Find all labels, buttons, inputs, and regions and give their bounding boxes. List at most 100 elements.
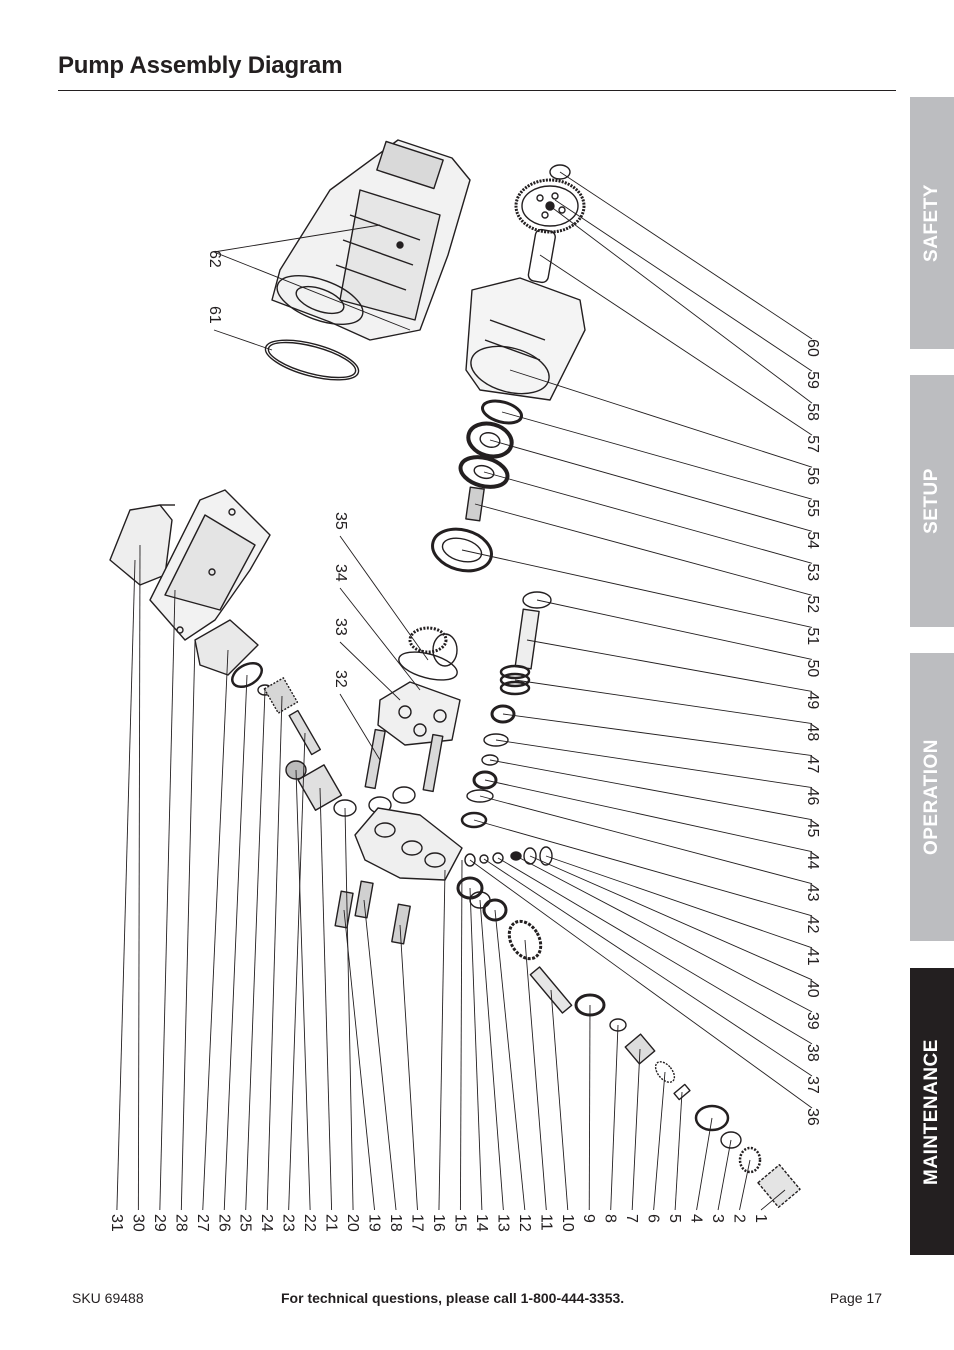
leader-line [483,858,813,1077]
leader-line [760,1189,786,1211]
part-label-57: 57 [804,435,821,453]
leader-line [479,795,813,885]
leader-line [674,1091,683,1211]
leader-line [474,503,813,596]
part-label-41: 41 [804,948,821,966]
part-label-60: 60 [804,339,821,357]
part-label-17: 17 [408,1214,425,1232]
leader-line [509,369,813,468]
leader-line [545,855,813,949]
part-label-62: 62 [206,250,223,268]
part-label-8: 8 [602,1214,619,1223]
leader-line [473,819,813,917]
leader-line [495,739,813,789]
part-label-14: 14 [473,1214,490,1232]
leader-line [363,899,397,1211]
part-label-13: 13 [494,1214,511,1232]
part-label-56: 56 [804,467,821,485]
part-label-10: 10 [559,1214,576,1232]
part-label-34: 34 [332,564,349,582]
leader-line [461,549,813,628]
leader-line [550,989,569,1211]
part-label-45: 45 [804,820,821,838]
part-label-23: 23 [280,1214,297,1232]
page-title: Pump Assembly Diagram [58,52,343,79]
leader-line [739,1159,751,1211]
leader-line [438,869,446,1211]
part-label-6: 6 [645,1214,662,1223]
leader-line [339,693,381,761]
leader-line [295,769,311,1211]
leader-line [459,859,463,1211]
part-label-50: 50 [804,659,821,677]
part-label-26: 26 [215,1214,232,1232]
leader-line [497,857,813,1045]
leader-line [696,1117,713,1211]
leader-line [610,1024,619,1211]
part-label-11: 11 [537,1214,554,1231]
leader-line [213,329,273,351]
part-label-3: 3 [709,1214,726,1223]
tab-operation[interactable]: OPERATION [910,653,954,941]
leader-line [549,205,813,404]
part-label-27: 27 [194,1214,211,1232]
part-label-33: 33 [332,618,349,636]
leader-line [484,779,813,853]
part-label-55: 55 [804,499,821,517]
leader-line [266,695,283,1211]
part-label-16: 16 [430,1214,447,1232]
part-label-52: 52 [804,595,821,613]
leader-line [213,224,381,253]
footer-support-line: For technical questions, please call 1-8… [281,1290,625,1306]
manifold-part [364,626,461,814]
part-label-18: 18 [387,1214,404,1232]
part-label-49: 49 [804,691,821,709]
part-label-54: 54 [804,531,821,549]
part-label-42: 42 [804,916,821,934]
part-label-32: 32 [332,670,349,688]
leader-line [501,411,813,500]
tab-safety[interactable]: SAFETY [910,97,954,349]
part-label-58: 58 [804,403,821,421]
part-label-7: 7 [623,1214,640,1223]
tab-maintenance[interactable]: MAINTENANCE [910,968,954,1255]
part-label-44: 44 [804,852,821,870]
leader-line [469,859,813,1109]
part-label-47: 47 [804,756,821,774]
leader-line [653,1071,666,1211]
leader-line [399,924,418,1211]
leader-line [526,639,813,692]
part-label-61: 61 [206,306,223,324]
part-label-9: 9 [580,1214,597,1223]
leader-line [159,589,176,1211]
part-label-53: 53 [804,563,821,581]
part-label-21: 21 [323,1214,340,1232]
leader-line [288,732,306,1211]
part-label-30: 30 [129,1214,146,1232]
tab-setup[interactable]: SETUP [910,375,954,627]
leader-line [524,939,547,1211]
part-label-40: 40 [804,980,821,998]
leader-line [319,787,333,1211]
leader-line [554,199,813,372]
part-label-39: 39 [804,1012,821,1030]
leader-line [559,171,813,340]
part-label-4: 4 [688,1214,705,1223]
leader-line [489,439,813,532]
part-label-29: 29 [151,1214,168,1232]
leader-line [529,855,813,981]
leader-line [588,1004,591,1211]
part-label-15: 15 [451,1214,468,1232]
part-label-59: 59 [804,371,821,389]
leader-line [339,587,421,691]
leader-line [223,674,248,1211]
leader-line [631,1048,641,1211]
part-label-2: 2 [731,1214,748,1223]
part-label-24: 24 [258,1214,275,1232]
footer-sku: SKU 69488 [72,1290,144,1306]
leader-line [343,909,375,1211]
part-number-labels: 1234567891011121314151617181920212223242… [108,250,821,1232]
leader-line [339,641,401,701]
switch-box-part [109,489,271,641]
